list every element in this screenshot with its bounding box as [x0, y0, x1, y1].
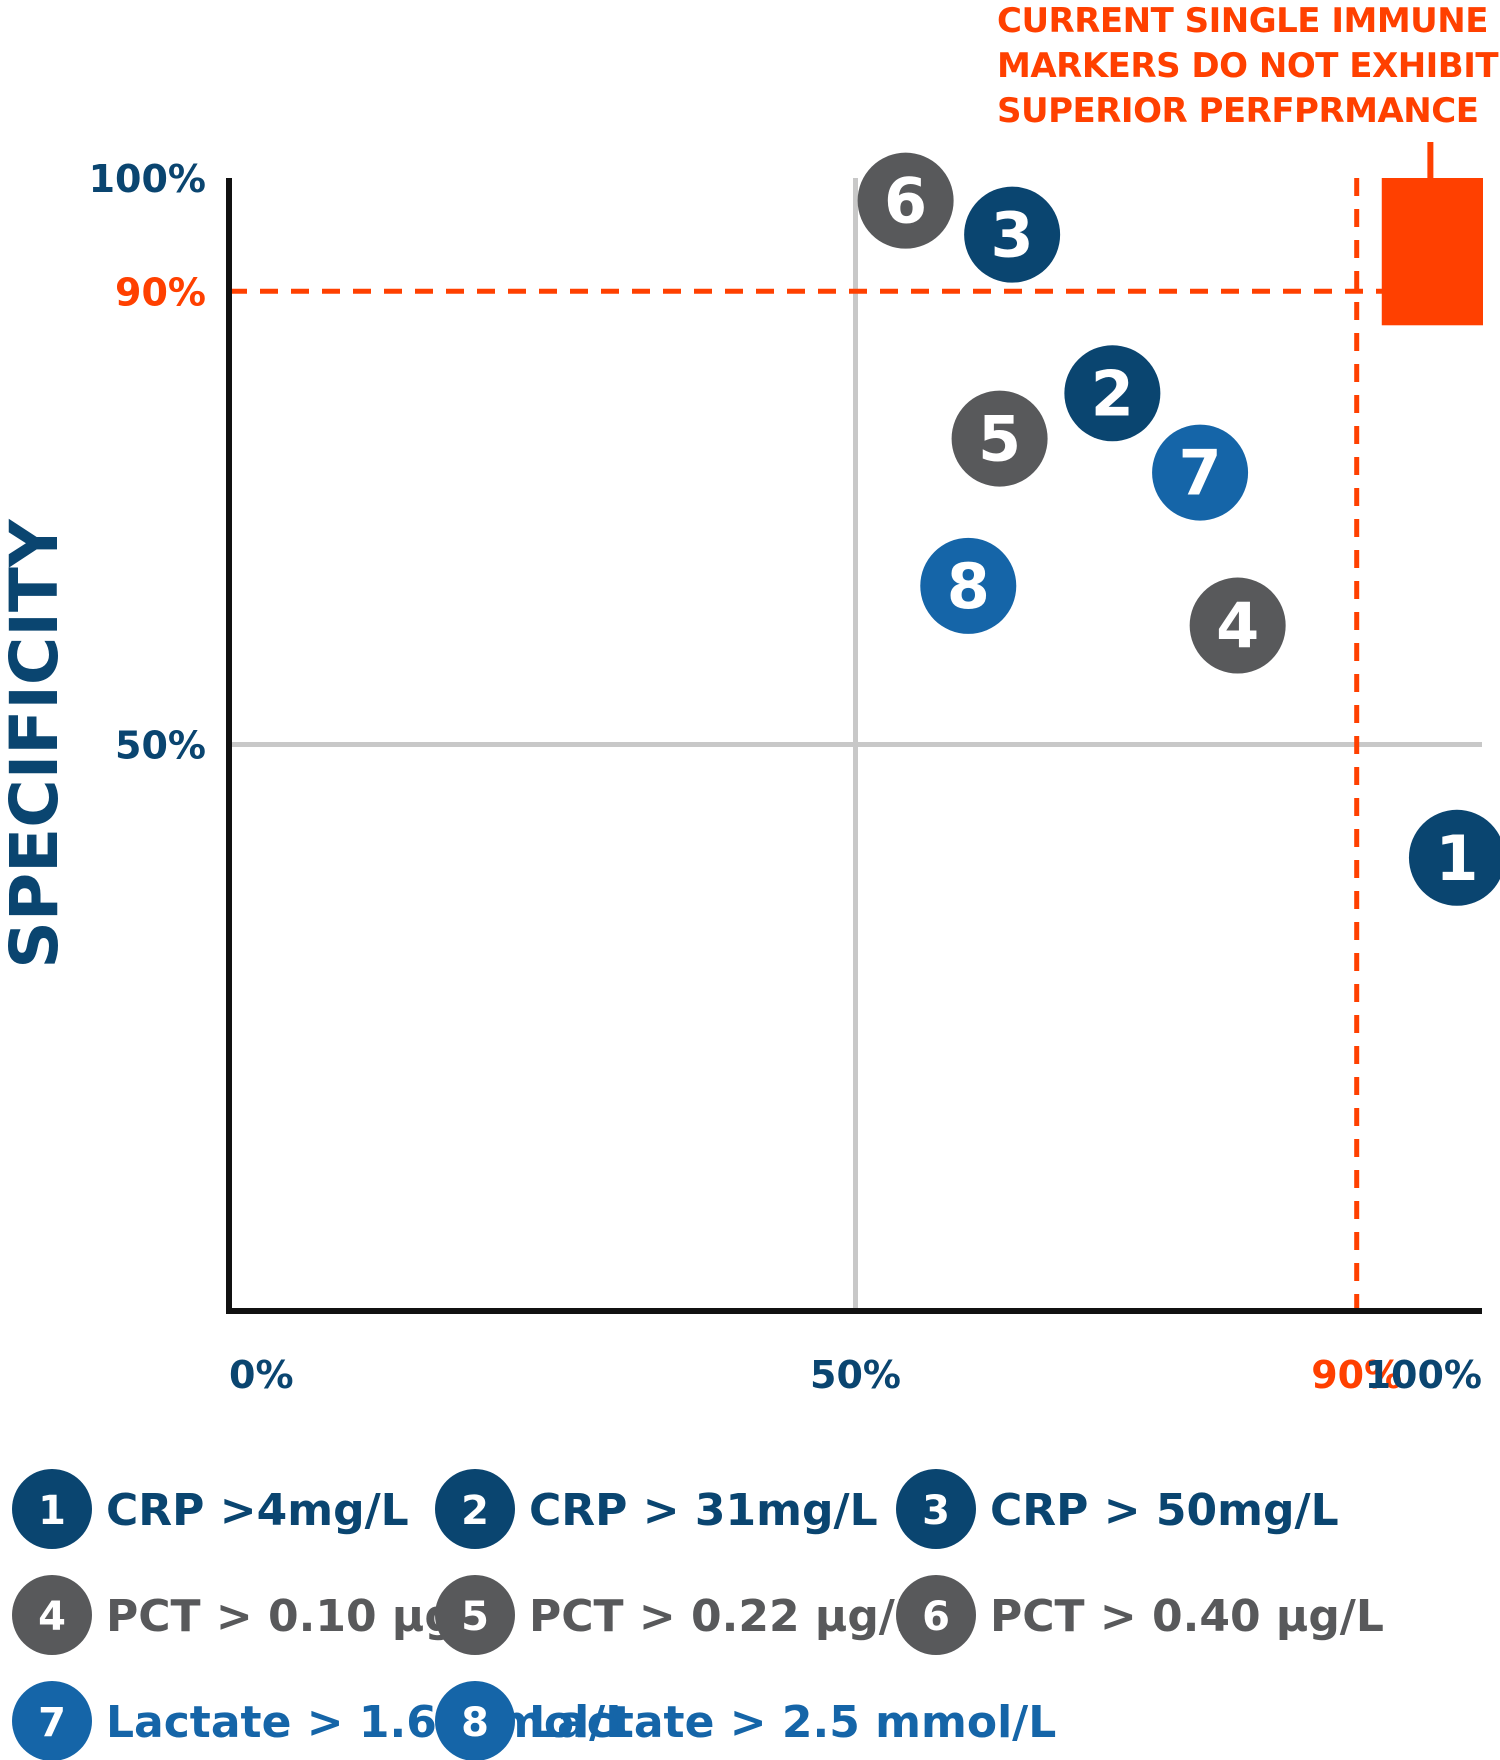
legend-marker-2 [435, 1469, 515, 1549]
legend-label-3: CRP > 50mg/L [990, 1485, 1339, 1536]
legend-marker-number-5: 5 [461, 1594, 489, 1640]
data-point-7 [1152, 424, 1249, 521]
data-point-2 [1064, 345, 1161, 442]
data-point-number-8: 8 [947, 550, 990, 623]
legend-marker-8 [435, 1681, 515, 1760]
data-point-number-3: 3 [991, 199, 1034, 272]
legend-marker-7 [12, 1681, 92, 1760]
x-tick-label-2: 90% [1311, 1353, 1402, 1397]
data-point-5 [951, 390, 1048, 487]
legend-marker-3 [896, 1469, 976, 1549]
legend-marker-number-4: 4 [38, 1594, 66, 1640]
grid-layer [229, 178, 1482, 1311]
legend-marker-number-1: 1 [38, 1488, 66, 1534]
legend-marker-number-7: 7 [38, 1700, 66, 1746]
data-point-number-5: 5 [978, 403, 1021, 476]
data-point-1 [1408, 809, 1500, 906]
legend-marker-5 [435, 1575, 515, 1655]
data-point-8 [920, 537, 1017, 634]
legend-marker-6 [896, 1575, 976, 1655]
x-tick-label-3: 100% [1365, 1353, 1482, 1397]
legend-label-6: PCT > 0.40 µg/L [990, 1591, 1384, 1642]
tick-label-layer: 0%50%90%100%100%90%50% [89, 157, 1482, 1397]
legend-label-7: Lactate > 1.6 mmol/L [106, 1697, 633, 1748]
target-region [1381, 178, 1483, 326]
data-point-layer: 1 2 3 4 5 6 7 8 [857, 152, 1500, 906]
data-point-number-6: 6 [884, 165, 927, 238]
legend-marker-number-3: 3 [922, 1488, 950, 1534]
axis-layer [226, 178, 1482, 1314]
data-point-number-2: 2 [1091, 357, 1134, 430]
x-tick-label-0: 0% [229, 1353, 294, 1397]
threshold-layer [229, 178, 1482, 1311]
data-point-number-4: 4 [1216, 590, 1259, 663]
legend-marker-4 [12, 1575, 92, 1655]
legend-label-2: CRP > 31mg/L [529, 1485, 878, 1536]
target-region-layer [1381, 142, 1483, 326]
y-tick-label-2: 50% [115, 724, 206, 768]
data-point-3 [964, 186, 1061, 283]
legend-marker-1 [12, 1469, 92, 1549]
y-tick-label-1: 90% [115, 270, 206, 314]
annotation-line-1: CURRENT SINGLE IMMUNE [997, 1, 1488, 41]
y-tick-label-0: 100% [89, 157, 206, 201]
legend-label-8: Lactate > 2.5 mmol/L [529, 1697, 1056, 1748]
legend-marker-number-8: 8 [461, 1700, 489, 1746]
legend-label-1: CRP >4mg/L [106, 1485, 409, 1536]
data-point-number-1: 1 [1435, 822, 1478, 895]
legend-layer: 1 CRP >4mg/L 2 CRP > 31mg/L 3 CRP > 50mg/L 4 PC… [12, 1469, 1384, 1760]
annotation-line-2: MARKERS DO NOT EXHIBIT [997, 46, 1499, 86]
y-axis-title: SPECIFICITY [0, 518, 73, 969]
legend-marker-number-2: 2 [461, 1488, 489, 1534]
data-point-6 [857, 152, 954, 249]
data-point-number-7: 7 [1179, 437, 1222, 510]
legend-marker-number-6: 6 [922, 1594, 950, 1640]
annotation-line-3: SUPERIOR PERFPRMANCE [997, 91, 1478, 131]
legend-label-5: PCT > 0.22 µg/L [529, 1591, 923, 1642]
x-tick-label-1: 50% [810, 1353, 901, 1397]
legend-label-4: PCT > 0.10 µg/L [106, 1591, 500, 1642]
annotation: CURRENT SINGLE IMMUNE MARKERS DO NOT EXH… [997, 1, 1500, 131]
data-point-4 [1189, 577, 1286, 674]
